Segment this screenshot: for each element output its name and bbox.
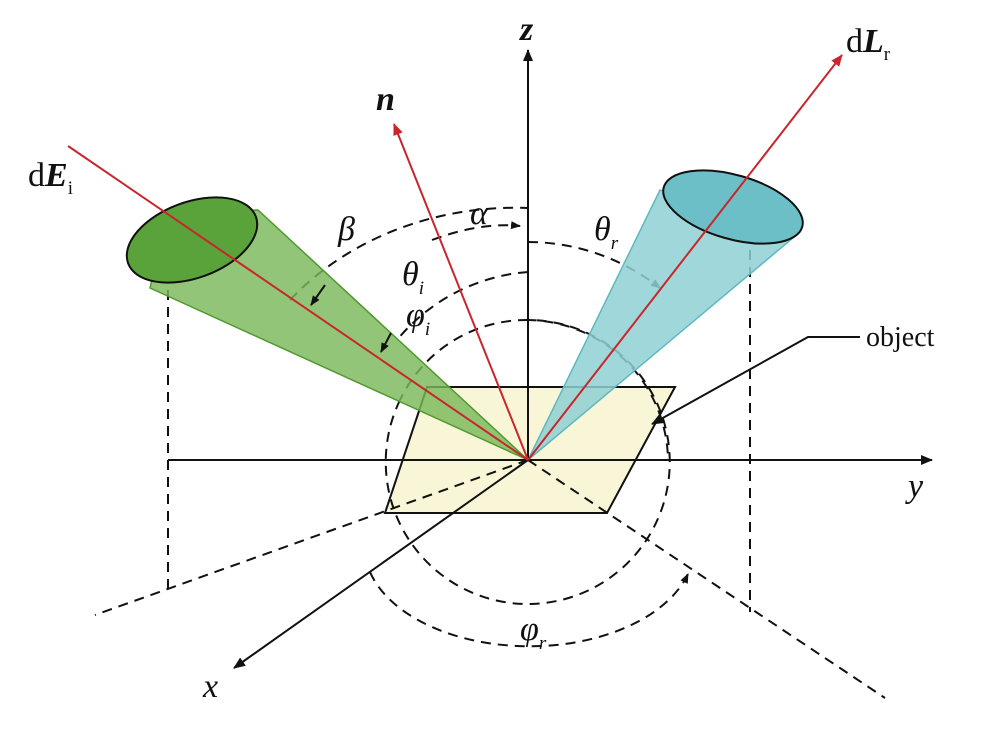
- reflected-label: dLr: [846, 23, 891, 65]
- z-axis-label: z: [519, 11, 534, 48]
- phi-r-label: φr: [520, 611, 547, 654]
- theta-i-label: θi: [402, 256, 424, 299]
- phi-i-arrow: [380, 332, 392, 353]
- alpha-label: α: [470, 195, 489, 232]
- reflected-cone-cap: [662, 169, 804, 245]
- beta-label: β: [337, 211, 355, 248]
- theta-i-arc: [396, 271, 529, 341]
- alpha-arc: [431, 221, 521, 241]
- beta-arc: [289, 206, 529, 301]
- beta-arrow: [310, 284, 326, 306]
- incident-ray: [67, 145, 529, 461]
- reflected-projection-line: [527, 459, 886, 699]
- incident-label: dEi: [28, 157, 73, 199]
- x-axis: [233, 459, 529, 669]
- object-label: object: [866, 322, 935, 353]
- incident-projection-line: [94, 459, 529, 616]
- incident-cone-cap: [125, 196, 259, 284]
- normal-label: n: [376, 81, 395, 118]
- theta-r-label: θr: [594, 211, 619, 254]
- phi-i-label: φi: [406, 297, 430, 340]
- x-axis-label: x: [202, 668, 218, 705]
- object-leader-line: [651, 336, 860, 425]
- y-axis-label: y: [905, 468, 924, 505]
- normal-ray: [393, 123, 529, 461]
- reflected-ray: [527, 54, 843, 461]
